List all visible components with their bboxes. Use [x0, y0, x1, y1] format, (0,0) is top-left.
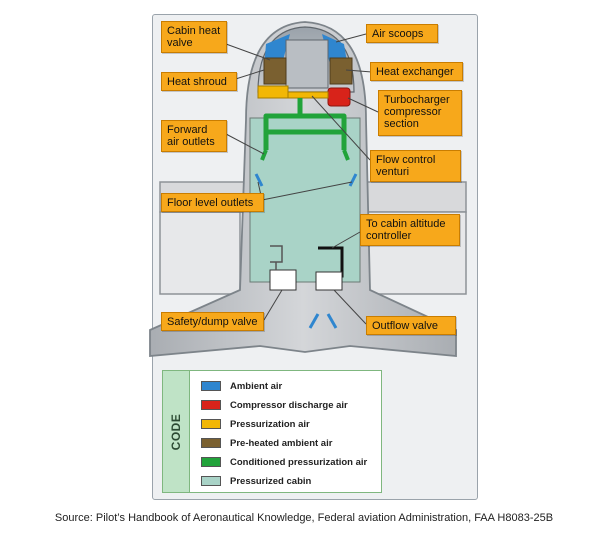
- callout-air-scoops: Air scoops: [366, 24, 438, 43]
- legend-swatch: [201, 419, 221, 429]
- leader-lines: [225, 33, 379, 325]
- callout-turbocharger: Turbocharger compressor section: [378, 90, 462, 136]
- conditioned-air-duct: [263, 98, 347, 150]
- outflow-arrow-2: [326, 313, 338, 329]
- legend-label: Compressor discharge air: [230, 399, 348, 411]
- forward-outlet-left: [260, 149, 268, 161]
- forward-outlet-right: [342, 149, 350, 161]
- safety-valve-stem: [270, 245, 283, 270]
- callout-cabin-altitude-controller: To cabin altitude controller: [360, 214, 460, 246]
- legend-item: Ambient air: [201, 379, 282, 393]
- callout-heat-exchanger: Heat exchanger: [370, 62, 463, 81]
- callout-forward-air-outlets: Forward air outlets: [161, 120, 227, 152]
- source-citation: Source: Pilot’s Handbook of Aeronautical…: [54, 512, 554, 524]
- callout-safety-dump-valve: Safety/dump valve: [161, 312, 264, 331]
- legend-item: Pressurization air: [201, 417, 310, 431]
- legend-swatch: [201, 400, 221, 410]
- legend-item: Conditioned pressurization air: [201, 455, 367, 469]
- legend-swatch: [201, 381, 221, 391]
- legend-swatch: [201, 457, 221, 467]
- cabin-heat-valve-body: [257, 85, 289, 99]
- venturi-duct: [287, 91, 329, 99]
- callout-cabin-heat-valve: Cabin heat valve: [161, 21, 227, 53]
- safety-dump-valve-body: [269, 269, 297, 291]
- heat-shroud-body: [263, 57, 287, 85]
- outflow-arrow-1: [308, 313, 320, 329]
- legend-swatch: [201, 476, 221, 486]
- floor-outlet-right: [348, 173, 358, 187]
- legend-item: Compressor discharge air: [201, 398, 348, 412]
- legend: CODE Ambient air Compressor discharge ai…: [162, 370, 382, 493]
- legend-label: Pressurized cabin: [230, 475, 312, 487]
- legend-item: Pre-heated ambient air: [201, 436, 332, 450]
- callout-outflow-valve: Outflow valve: [366, 316, 456, 335]
- callout-heat-shroud: Heat shroud: [161, 72, 237, 91]
- callout-flow-control-venturi: Flow control venturi: [370, 150, 461, 182]
- engine-block: [285, 39, 329, 89]
- legend-title-strip: CODE: [163, 371, 190, 492]
- right-wing: [355, 181, 467, 213]
- floor-outlet-left: [254, 173, 264, 187]
- legend-swatch: [201, 438, 221, 448]
- callout-floor-level-outlets: Floor level outlets: [161, 193, 264, 212]
- legend-label: Ambient air: [230, 380, 283, 392]
- legend-item: Pressurized cabin: [201, 474, 311, 488]
- left-wing-lower: [159, 211, 241, 295]
- outflow-valve-body: [315, 271, 343, 291]
- legend-label: Pressurization air: [230, 418, 310, 430]
- heat-exchanger-body: [329, 57, 353, 85]
- legend-label: Conditioned pressurization air: [230, 456, 368, 468]
- legend-title: CODE: [169, 413, 183, 450]
- legend-label: Pre-heated ambient air: [230, 437, 333, 449]
- turbocharger-body: [327, 87, 351, 107]
